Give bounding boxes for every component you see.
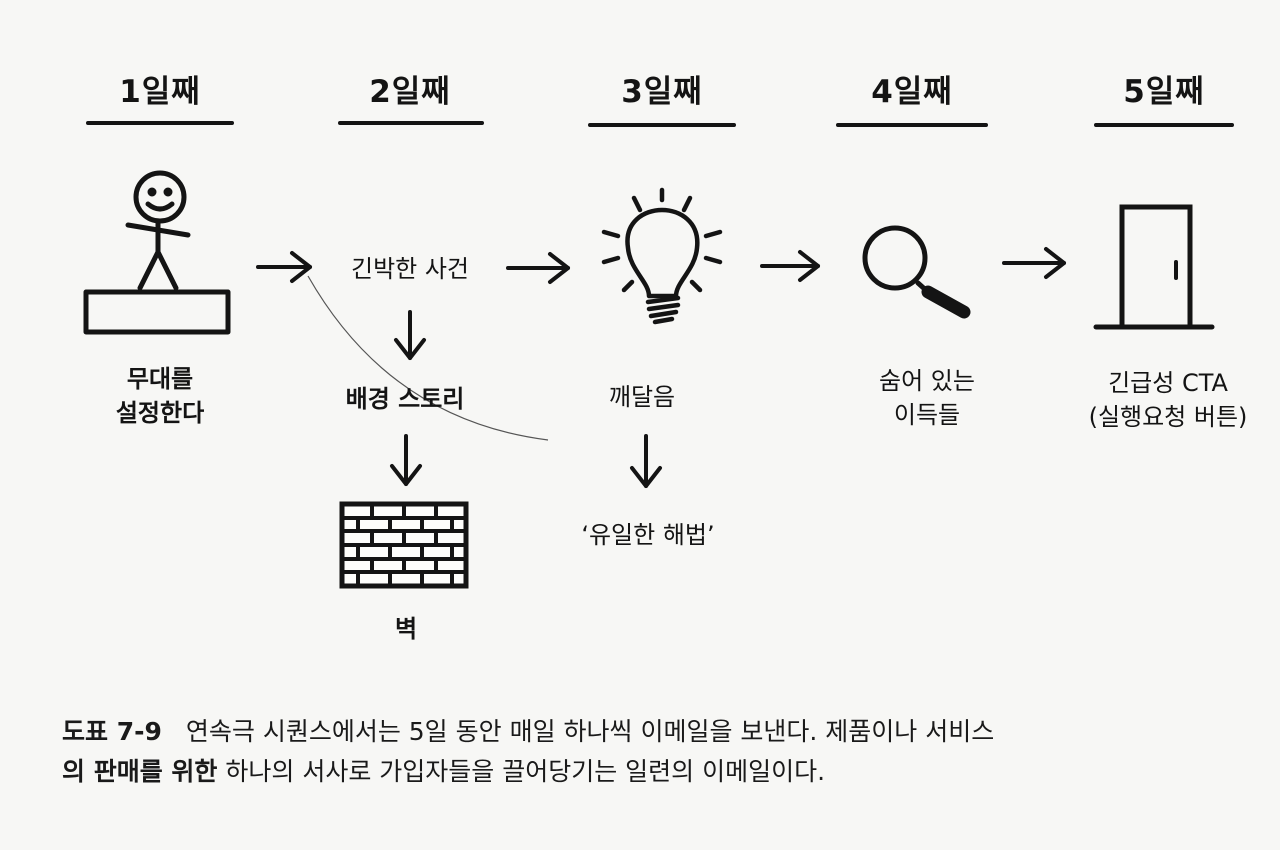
- magnifying-glass-icon: [862, 225, 971, 319]
- stage-4-line-1: 숨어 있는: [879, 367, 975, 395]
- caption-line-1-text: 연속극 시퀀스에서는 5일 동안 매일 하나씩 이메일을 보낸다. 제품이나 서…: [185, 717, 995, 746]
- door-icon: [1093, 204, 1215, 330]
- stray-pen-line: [307, 275, 549, 441]
- stage-2-main: 긴박한 사건: [350, 255, 470, 283]
- stage-4-line-2: 이득들: [893, 401, 961, 429]
- arrow-down-3: [630, 434, 662, 488]
- day-1-label: 1일째: [119, 74, 201, 110]
- stage-1-text: 무대를 설정한다: [100, 362, 220, 430]
- arrow-right-2: [506, 252, 570, 284]
- arrow-right-1: [256, 251, 312, 283]
- caption-line-2-text: 하나의 서사로 가입자들을 끌어당기는 일련의 이메일이다.: [217, 757, 826, 786]
- caption-line-1: 도표 7-9 연속극 시퀀스에서는 5일 동안 매일 하나씩 이메일을 보낸다. …: [62, 712, 1262, 752]
- figure-label: 도표 7-9: [62, 717, 162, 746]
- stage-3-main: 깨달음: [608, 383, 676, 411]
- day-3-label: 3일째: [621, 74, 703, 110]
- stage-1-line-1: 무대를: [126, 365, 194, 393]
- day-4-label: 4일째: [871, 74, 953, 110]
- arrow-down-1: [394, 310, 426, 360]
- lightbulb-icon: [601, 187, 723, 325]
- caption-line-2: 의 판매를 위한 하나의 서사로 가입자들을 끌어당기는 일련의 이메일이다.: [62, 752, 1262, 792]
- stage-3-solution: ‘유일한 해법’: [581, 521, 715, 549]
- arrow-down-2: [390, 434, 422, 486]
- stage-1-line-2: 설정한다: [115, 399, 205, 427]
- stage-5-line-2: (실행요청 버튼): [1088, 403, 1248, 431]
- day-5-label: 5일째: [1123, 74, 1205, 110]
- stage-4-text: 숨어 있는 이득들: [852, 364, 1002, 432]
- stage-5-line-1: 긴급성 CTA: [1108, 369, 1228, 397]
- stage-5-text: 긴급성 CTA (실행요청 버튼): [1068, 366, 1268, 434]
- arrow-right-3: [760, 250, 820, 282]
- stick-figure-icon: [83, 170, 231, 335]
- stage-2-wall-label: 벽: [394, 615, 418, 643]
- caption-line-2-bold: 의 판매를 위한: [62, 757, 218, 786]
- arrow-right-4: [1002, 247, 1066, 279]
- figure-caption: 도표 7-9 연속극 시퀀스에서는 5일 동안 매일 하나씩 이메일을 보낸다. …: [62, 712, 1262, 792]
- brick-wall-icon: [339, 501, 469, 589]
- stage-2-backstory: 배경 스토리: [345, 385, 465, 413]
- day-2-label: 2일째: [369, 74, 451, 110]
